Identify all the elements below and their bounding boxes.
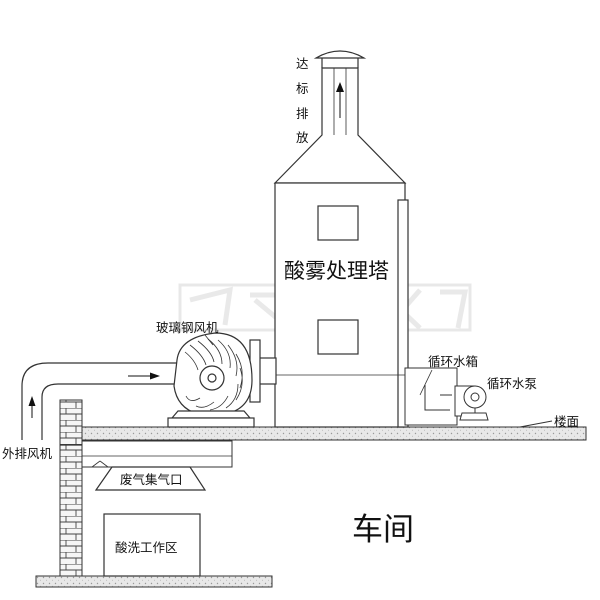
floor-pointer [519, 420, 553, 428]
tank-pointer [419, 369, 433, 396]
discharge-label-1: 达 [296, 56, 309, 71]
exhaust-stack [273, 50, 407, 184]
discharge-label-4: 放 [296, 130, 309, 145]
circulation-tank [404, 367, 458, 426]
upper-floor-slab [77, 426, 587, 441]
brick-wall [59, 399, 83, 577]
acid-mist-tower [274, 182, 409, 428]
tower-window-upper [317, 205, 359, 241]
exhaust-fan-label: 外排风机 [2, 446, 53, 461]
exhaust-hood [91, 460, 207, 491]
fan-label: 玻璃钢风机 [156, 320, 219, 335]
work-area-label: 酸洗工作区 [115, 540, 178, 555]
workshop-label: 车间 [352, 512, 414, 548]
intake-duct [21, 362, 185, 420]
fan-pointer [204, 334, 214, 346]
pickling-work-area-box [103, 513, 201, 577]
tower-window-lower [317, 319, 359, 355]
duct-flow-arrow-vertical [28, 396, 36, 418]
floor-label: 楼面 [554, 414, 579, 429]
frp-fan [167, 332, 255, 428]
pump-label: 循环水泵 [487, 376, 537, 391]
circulation-pump [454, 385, 489, 421]
ground-floor-slab [35, 575, 273, 588]
tower-label: 酸雾处理塔 [284, 259, 389, 283]
discharge-label-2: 标 [296, 81, 309, 96]
discharge-label-3: 排 [296, 106, 309, 121]
wall-duct [21, 420, 82, 446]
upflow-arrow [336, 82, 344, 118]
hood-label: 废气集气口 [120, 472, 183, 487]
exhaust-fan [81, 440, 233, 468]
duct-flow-arrow-horizontal [128, 372, 160, 380]
tank-label: 循环水箱 [428, 354, 478, 369]
